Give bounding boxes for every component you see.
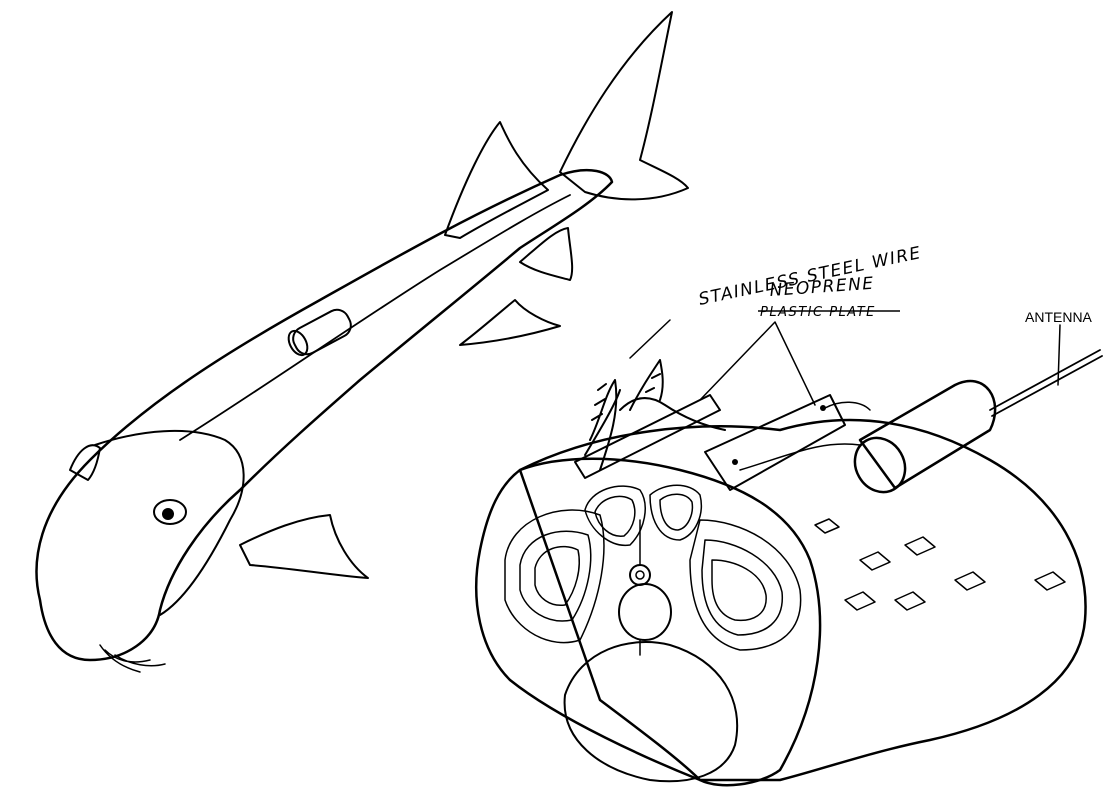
transmitter — [845, 381, 995, 501]
fish-head — [95, 431, 244, 615]
muscle-layers — [505, 485, 801, 650]
plate-rivet — [732, 459, 738, 465]
scutes — [815, 519, 1065, 610]
label-plastic-plate: PLASTIC PLATE — [760, 305, 876, 320]
anal-fin — [520, 228, 572, 280]
fish-illustration — [37, 12, 688, 672]
label-stainless-steel-wire: STAINLESS STEEL WIRE — [697, 243, 924, 310]
fish-body — [37, 170, 612, 660]
eye-icon — [154, 500, 186, 524]
steel-wire-ties — [585, 360, 725, 470]
dorsal-fin — [445, 122, 548, 238]
vertebra — [619, 565, 671, 640]
pectoral-fin-left — [70, 445, 100, 480]
leader-wire — [630, 320, 670, 358]
attachment-wire — [740, 402, 870, 470]
leader-plate — [700, 322, 815, 405]
lateral-line — [180, 195, 570, 440]
label-plastic-plate-struck: PLASTIC PLATE — [758, 305, 900, 320]
label-antenna: ANTENNA — [1025, 309, 1093, 325]
pelvic-fin — [460, 300, 560, 345]
antenna-wire — [990, 350, 1102, 416]
leader-antenna — [1058, 325, 1060, 385]
pectoral-fin — [240, 515, 368, 578]
body-section-side — [520, 420, 1086, 780]
cross-section-illustration — [476, 320, 1102, 785]
